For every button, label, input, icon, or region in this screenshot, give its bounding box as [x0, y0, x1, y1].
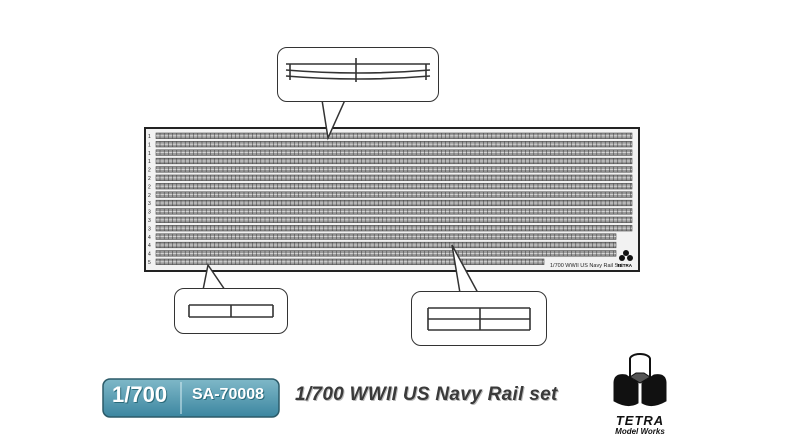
row-number: 3 — [148, 218, 151, 224]
tetra-logo-icon — [613, 353, 667, 407]
rail-row — [155, 208, 633, 215]
sheet-brand-mini: TETRA — [617, 263, 633, 268]
rail-row — [155, 216, 633, 223]
callout-rail-detail-right — [411, 291, 547, 346]
row-number: 1 — [148, 159, 151, 165]
product-badge — [102, 378, 280, 418]
rail-row — [155, 174, 633, 181]
product-title: 1/700 WWII US Navy Rail set — [295, 384, 558, 405]
product-code: SA-70008 — [192, 386, 265, 403]
rail-row — [155, 250, 617, 257]
rail-row — [155, 166, 633, 173]
row-number: 5 — [148, 260, 151, 266]
row-number: 1 — [148, 134, 151, 140]
rail-row — [155, 225, 633, 232]
rail-3bar-detail — [285, 58, 431, 82]
rail-row — [155, 233, 617, 240]
row-number: 3 — [148, 226, 151, 232]
rail-2bar-detail — [188, 304, 274, 318]
brand-subtitle: Model Works — [615, 427, 665, 436]
row-number: 2 — [148, 168, 151, 174]
sheet-label: 1/700 WWII US Navy Rail Set — [550, 263, 623, 269]
row-number: 4 — [148, 243, 151, 249]
rail-row — [155, 157, 633, 165]
rail-row — [155, 183, 633, 190]
rail-row — [155, 191, 633, 198]
brand-name: TETRA — [615, 413, 665, 428]
row-number: 3 — [148, 201, 151, 207]
row-number: 3 — [148, 210, 151, 216]
row-number: 1 — [148, 142, 151, 148]
row-number: 1 — [148, 151, 151, 157]
rail-row — [155, 241, 617, 249]
row-number: 2 — [148, 184, 151, 190]
sheet-mini-logo-icon: TETRA — [617, 250, 633, 268]
row-number: 4 — [148, 252, 151, 258]
rail-row — [155, 141, 633, 148]
rail-row — [155, 132, 633, 139]
callout-rail-detail-left — [174, 288, 288, 334]
rail-3bar-short-detail — [427, 307, 531, 331]
rail-row — [155, 258, 545, 265]
rail-row — [155, 199, 633, 207]
brand-logo: TETRA Model Works — [600, 345, 680, 440]
rail-row — [155, 149, 633, 156]
scale-label: 1/700 — [112, 382, 168, 407]
callout-rail-detail-top — [277, 47, 439, 102]
row-number: 2 — [148, 193, 151, 199]
row-number: 4 — [148, 235, 151, 241]
row-number: 2 — [148, 176, 151, 182]
